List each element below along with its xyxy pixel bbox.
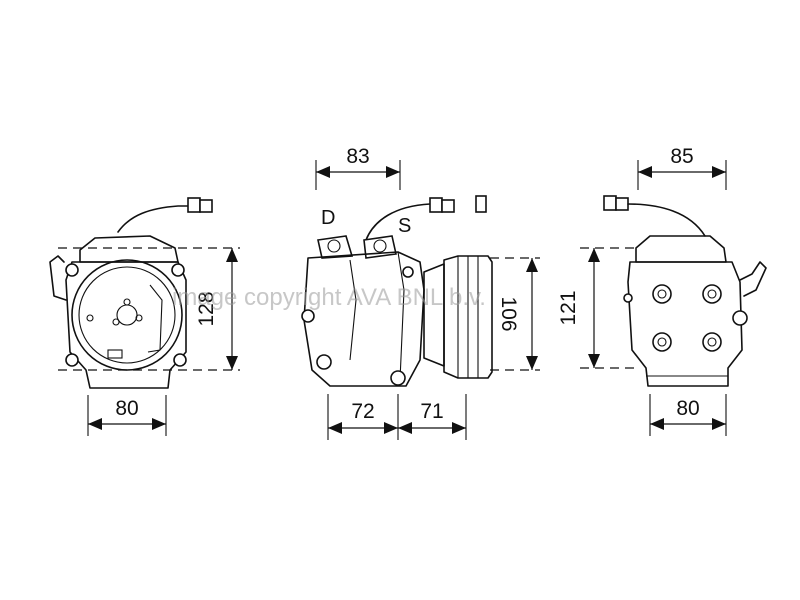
port-label-suction: S: [398, 215, 411, 237]
dim-label-71: 71: [420, 400, 443, 423]
port-label-discharge: D: [321, 207, 335, 229]
rear-view-cable: [627, 203, 706, 237]
front-view-top-bracket: [79, 235, 179, 263]
dim-label-80-left: 80: [115, 397, 138, 420]
dim-label-80-right: 80: [676, 397, 699, 420]
front-view-cable: [117, 205, 189, 233]
dim-label-83: 83: [346, 145, 369, 168]
front-view-connector: [187, 197, 201, 213]
side-view-cable: [365, 203, 431, 241]
dim-label-72: 72: [351, 400, 374, 423]
rear-view: 85 121: [557, 145, 767, 436]
dim-label-128: 128: [195, 291, 218, 326]
dim-label-121: 121: [557, 290, 580, 325]
dim-label-85: 85: [670, 145, 693, 168]
side-view: 83 D S 106: [301, 145, 540, 440]
watermark: image copyright AVA BNL b.v.: [172, 284, 486, 311]
side-view-body: [303, 251, 425, 387]
dim-label-106: 106: [497, 296, 520, 331]
front-view: 128 80: [49, 197, 240, 436]
rear-view-body: [627, 261, 743, 387]
front-view-hub: [116, 304, 138, 326]
rear-view-bolts: [652, 284, 722, 352]
rear-view-connector: [603, 195, 617, 211]
discharge-port: [317, 235, 354, 259]
side-view-sensor: [475, 195, 487, 213]
